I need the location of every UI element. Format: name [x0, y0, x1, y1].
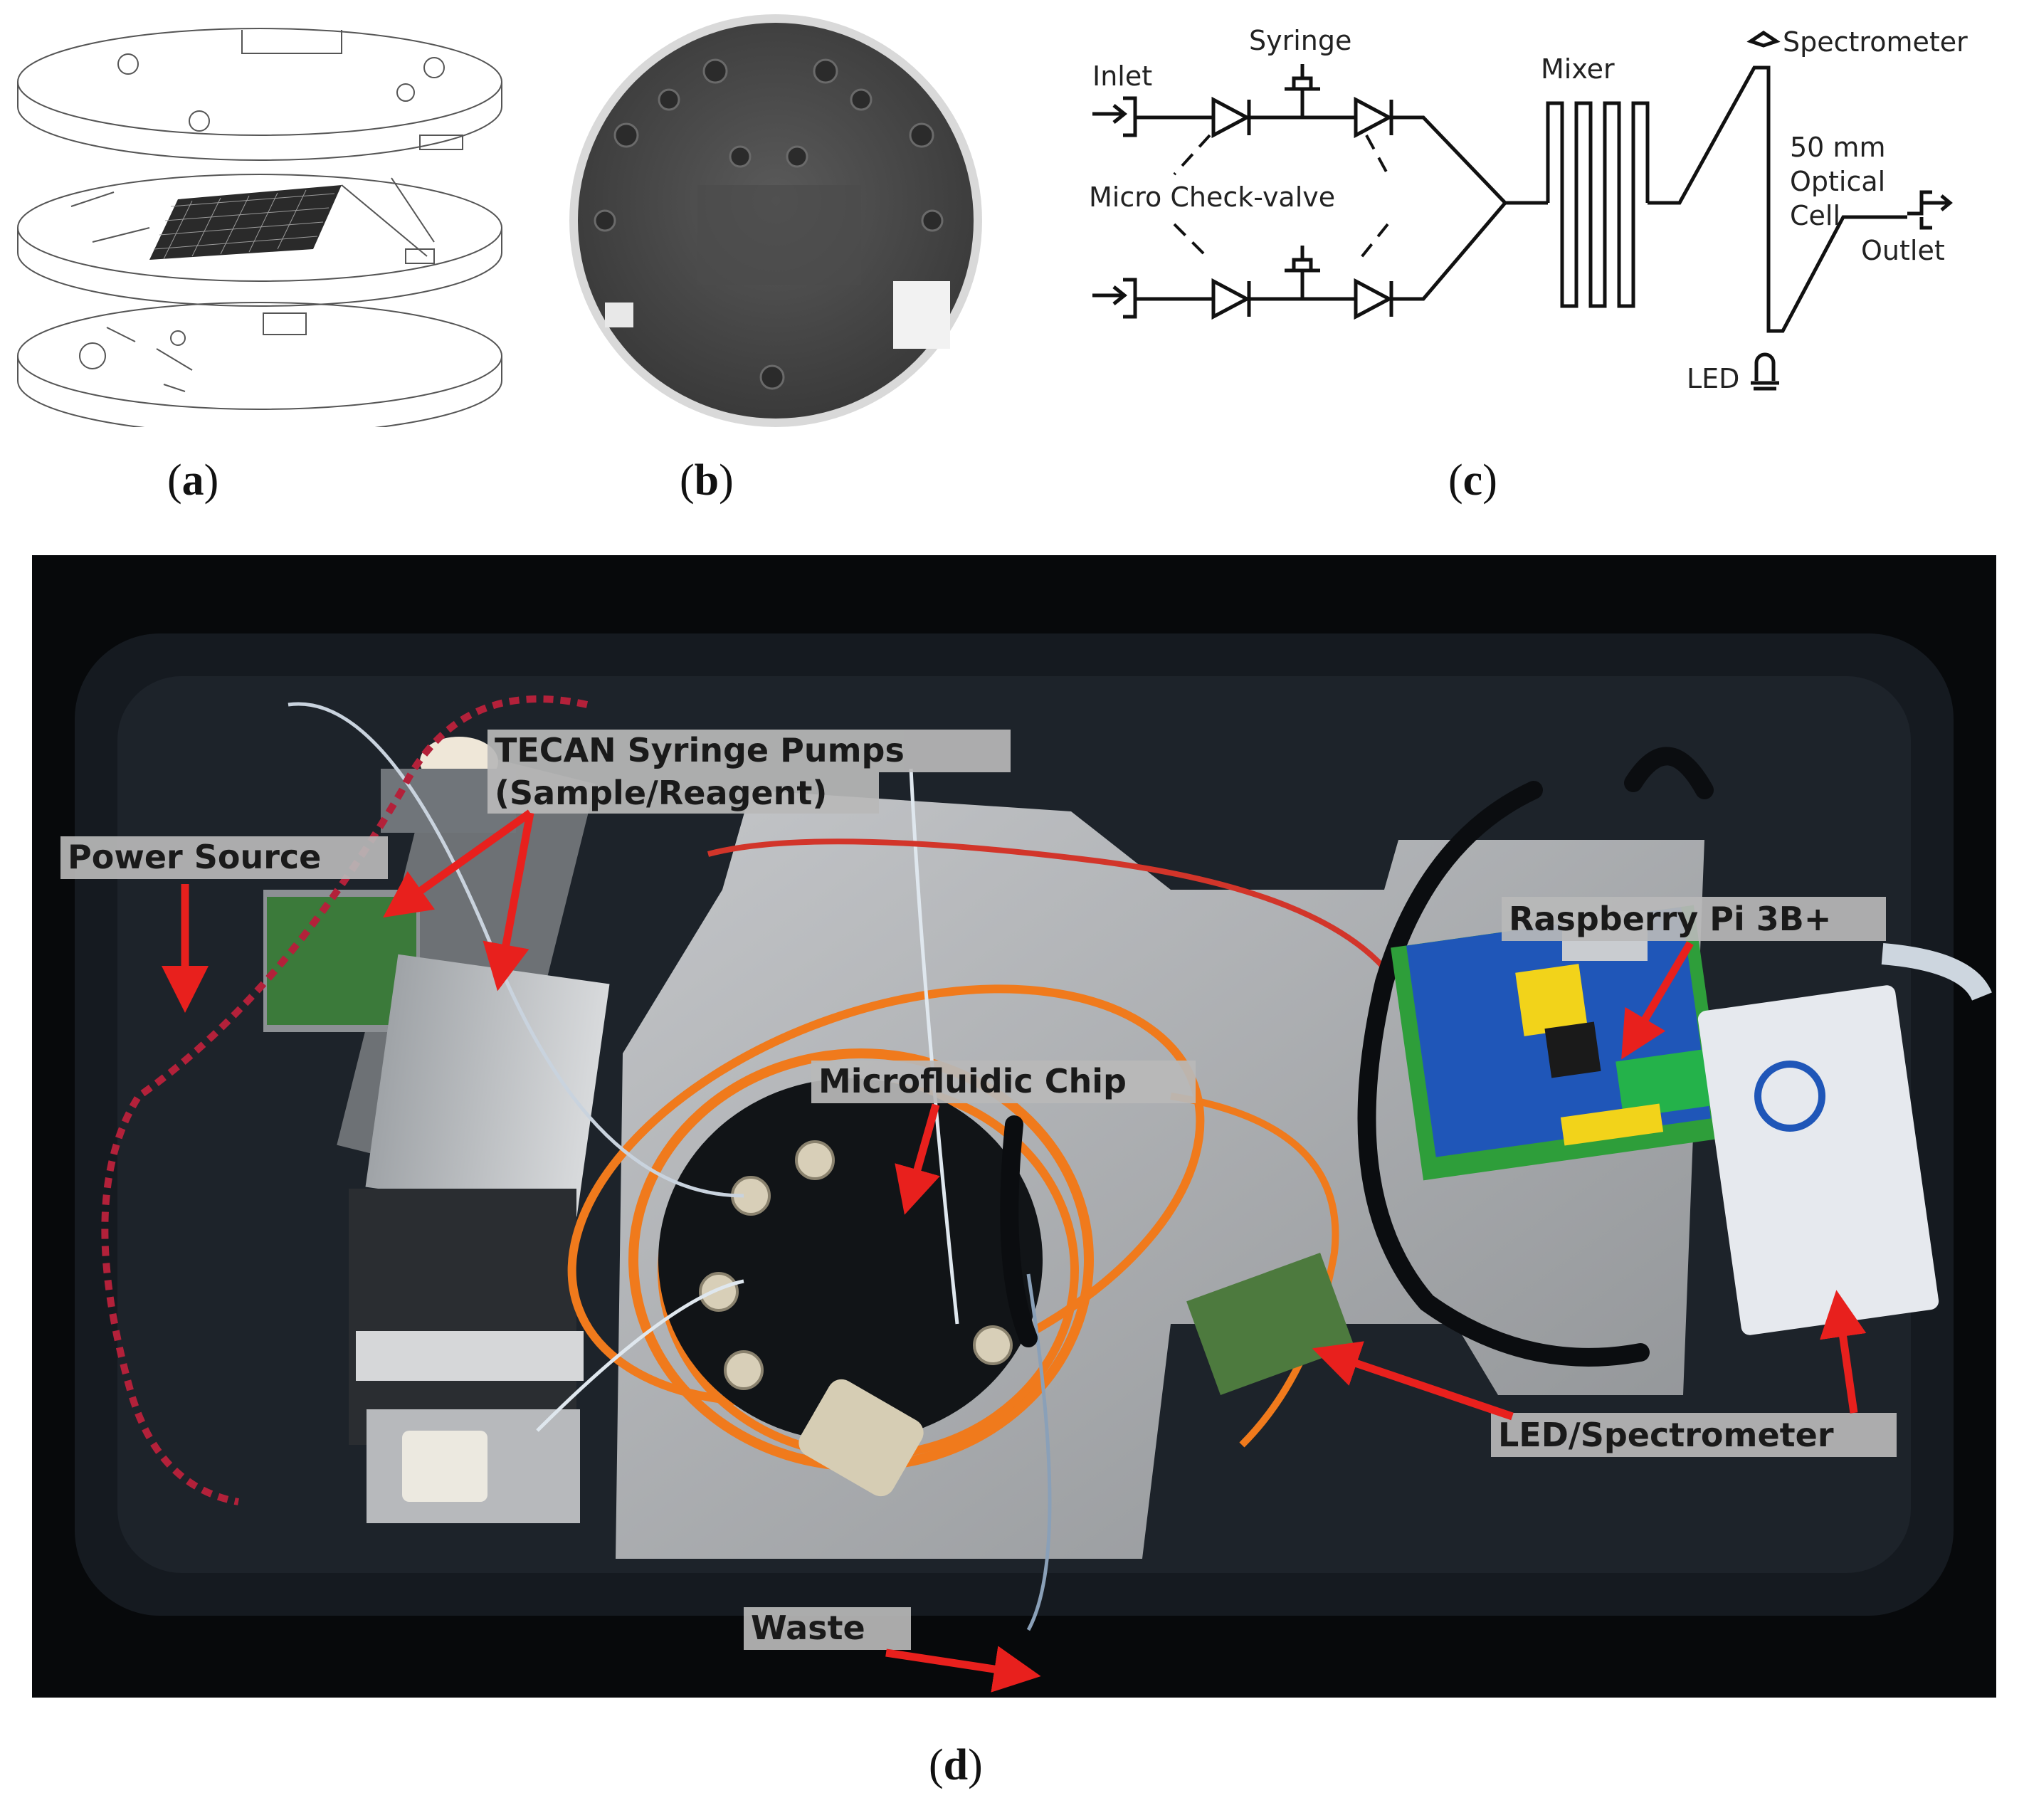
caption-b-letter: b [694, 456, 720, 505]
spectrometer-label: Spectrometer [1783, 26, 1968, 58]
optical-cell-label-3: Cell [1790, 200, 1840, 231]
chip-arrow [895, 1103, 940, 1215]
caption-b: (b) [680, 456, 734, 505]
power-label: Power Source [68, 838, 321, 876]
caption-d: (d) [929, 1741, 983, 1789]
chip-photo [569, 14, 982, 427]
caption-a-letter: a [181, 456, 204, 505]
ocean-spectrometer [1697, 985, 1939, 1335]
optical-cell-label-1: 50 mm [1790, 132, 1885, 163]
raspberry-label-box [1502, 897, 1886, 941]
caption-a: (a) [167, 456, 219, 505]
chip-grid-pattern [149, 185, 342, 260]
caption-c-letter: c [1462, 456, 1483, 505]
pumps-arrow-1 [383, 809, 533, 918]
exploded-layers-drawing [17, 28, 502, 427]
led-arrow [1312, 1341, 1514, 1421]
outlet-label: Outlet [1861, 235, 1945, 266]
panel-d-instrument-photo: TECAN Syringe Pumps (Sample/Reagent) Pow… [32, 555, 1996, 1698]
syringe-label: Syringe [1249, 25, 1351, 56]
pumps-label-box-2 [487, 772, 879, 814]
check-valve-label: Micro Check-valve [1089, 182, 1335, 213]
fluidic-schematic: Inlet Syringe Micro Check-valve Mixer Sp… [1089, 25, 1968, 394]
inlet-label: Inlet [1092, 61, 1152, 92]
pumps-label-box-1 [487, 730, 1011, 772]
chip-label: Microfluidic Chip [818, 1062, 1127, 1100]
caption-c: (c) [1448, 456, 1497, 505]
instrument-photo [32, 555, 1996, 1698]
caption-d-letter: d [943, 1741, 969, 1789]
spectrometer-arrow [1819, 1290, 1867, 1414]
power-label-box [60, 836, 388, 879]
mixer-label: Mixer [1541, 53, 1615, 85]
waste-label-box [744, 1607, 911, 1650]
led-label: LED [1687, 363, 1739, 394]
waste-label: Waste [751, 1609, 865, 1647]
optical-cell-label-2: Optical [1790, 166, 1885, 197]
microfluidic-chip-disc [658, 1078, 1043, 1441]
pumps-label-line1: TECAN Syringe Pumps [495, 731, 905, 769]
raspberry-label: Raspberry Pi 3B+ [1509, 900, 1831, 938]
waste-arrow [885, 1646, 1041, 1693]
pumps-arrow-2 [483, 812, 534, 991]
pump-stepper-motor [349, 1189, 576, 1445]
chip-notch [893, 281, 950, 349]
chip-label-box [811, 1061, 1196, 1103]
panel-b-chip-photo [562, 7, 989, 434]
panel-a-exploded-layers [7, 14, 512, 427]
led-spec-label-box [1491, 1413, 1897, 1457]
pumps-label-line2: (Sample/Reagent) [495, 774, 827, 812]
led-spec-label: LED/Spectrometer [1498, 1416, 1834, 1454]
panel-c-schematic: Inlet Syringe Micro Check-valve Mixer Sp… [1068, 14, 2014, 413]
annotation-overlay: TECAN Syringe Pumps (Sample/Reagent) Pow… [60, 730, 1897, 1693]
raspberry-arrow [1621, 941, 1694, 1060]
